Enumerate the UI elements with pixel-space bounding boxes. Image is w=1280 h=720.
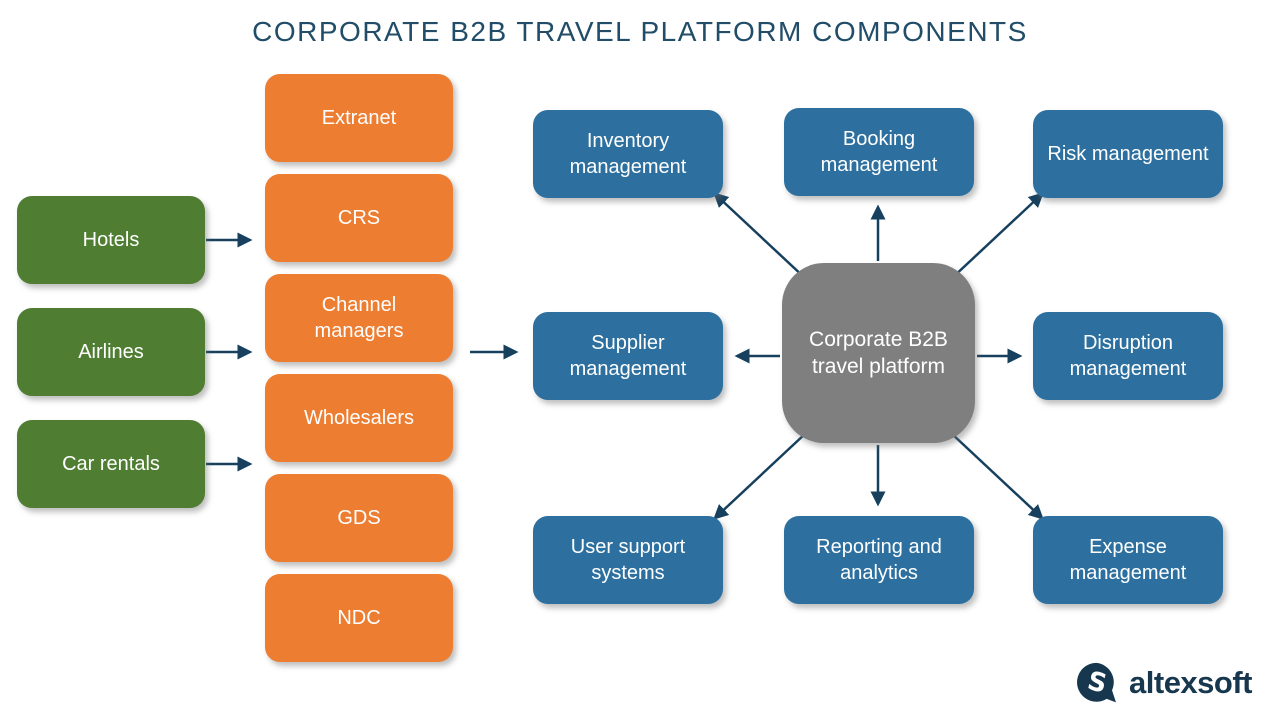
node-airlines: Airlines [17, 308, 205, 396]
node-label: NDC [337, 607, 381, 629]
node-supplier-management: Supplier management [533, 312, 723, 400]
arrow-center-to-inventory [713, 192, 807, 280]
arrow-center-to-risk [950, 192, 1044, 280]
node-car-rentals: Car rentals [17, 420, 205, 508]
node-wholesalers: Wholesalers [265, 374, 453, 462]
node-booking-management: Booking management [784, 108, 974, 196]
node-label: Disruption management [1069, 332, 1187, 380]
node-label: GDS [337, 507, 381, 529]
altexsoft-bubble-icon: S [1077, 662, 1116, 703]
brand-wordmark: altexsoft [1129, 665, 1252, 700]
node-disruption-management: Disruption management [1033, 312, 1223, 400]
node-label: Extranet [321, 107, 397, 129]
brand-logo: S altexsoft [1075, 660, 1252, 706]
diagram-title: CORPORATE B2B TRAVEL PLATFORM COMPONENTS [252, 16, 1028, 47]
node-ndc: NDC [265, 574, 453, 662]
node-label: User support systems [570, 536, 686, 584]
node-label: Hotels [82, 229, 140, 251]
arrow-center-to-usersupport [713, 432, 807, 520]
node-label: Expense management [1069, 536, 1187, 584]
node-label: Supplier management [569, 332, 687, 380]
node-user-support-systems: User support systems [533, 516, 723, 604]
node-extranet: Extranet [265, 74, 453, 162]
node-label: Car rentals [62, 453, 160, 475]
node-inventory-management: Inventory management [533, 110, 723, 198]
node-expense-management: Expense management [1033, 516, 1223, 604]
node-label: Corporate B2B travel platform [809, 327, 948, 378]
node-label: Risk management [1047, 143, 1209, 165]
node-label: Channel managers [314, 294, 404, 342]
node-label: Inventory management [569, 130, 687, 178]
node-crs: CRS [265, 174, 453, 262]
node-risk-management: Risk management [1033, 110, 1223, 198]
node-label: Airlines [78, 341, 144, 363]
node-label: Booking management [820, 128, 938, 176]
node-label: Wholesalers [303, 407, 415, 429]
node-label: Reporting and analytics [816, 536, 942, 584]
node-reporting-and-analytics: Reporting and analytics [784, 516, 974, 604]
node-corporate-b2b-travel-platform: Corporate B2B travel platform [782, 263, 975, 443]
node-label: CRS [337, 207, 381, 229]
arrow-center-to-expense [950, 432, 1044, 520]
node-channel-managers: Channel managers [265, 274, 453, 362]
node-gds: GDS [265, 474, 453, 562]
node-hotels: Hotels [17, 196, 205, 284]
